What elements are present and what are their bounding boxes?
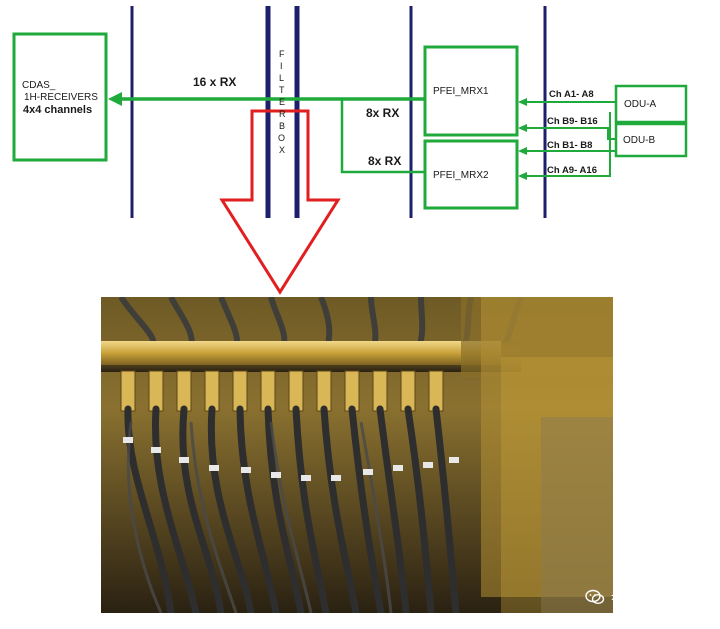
filterbox-letter: X <box>279 145 285 155</box>
filterbox-cable-photo-art <box>101 297 613 613</box>
ch-b1-b8-arrowhead <box>518 147 527 155</box>
pfei-mrx2-label: PFEI_MRX2 <box>433 170 489 181</box>
filterbox-label: F I L T E R B O X <box>278 49 286 155</box>
cdas-line1: CDAS_ <box>22 80 56 91</box>
rx16-label: 16 x RX <box>193 75 236 89</box>
filterbox-letter: L <box>279 73 284 83</box>
rx16-arrowhead <box>108 92 122 106</box>
filterbox-letter: T <box>279 85 285 95</box>
ch-b9-b16-label: Ch B9- B16 <box>547 116 598 127</box>
odu-b-box <box>614 122 688 158</box>
rx8-bottom-label: 8x RX <box>368 154 401 168</box>
filterbox-letter: O <box>278 133 285 143</box>
ch-a1-a8-label: Ch A1- A8 <box>549 89 594 100</box>
filterbox-zoom-arrow <box>219 109 341 295</box>
filterbox-letter: B <box>279 121 285 131</box>
ch-b9-b16-arrowhead <box>518 124 527 132</box>
watermark: 老王讲技术 <box>585 587 681 607</box>
filterbox-letter: F <box>279 49 285 59</box>
cdas-line3: 4x4 channels <box>23 104 92 116</box>
ch-b1-b8-label: Ch B1- B8 <box>547 140 592 151</box>
ch-b9-b16-line <box>525 127 616 140</box>
filterbox-cable-photo <box>101 297 613 613</box>
pfei-mrx2-box <box>423 139 519 210</box>
ch-a1-a8-arrowhead <box>518 98 527 106</box>
rx8-top-label: 8x RX <box>366 106 399 120</box>
ch-a9-a16-arrowhead <box>518 172 527 180</box>
pfei-mrx1-label: PFEI_MRX1 <box>433 86 489 97</box>
odu-b-label: ODU-B <box>623 135 656 146</box>
ch-a9-a16-line <box>525 112 611 177</box>
wechat-icon <box>585 589 605 605</box>
filterbox-letter: E <box>279 97 285 107</box>
odu-a-label: ODU-A <box>624 99 657 110</box>
filterbox-letter: R <box>279 109 286 119</box>
cdas-receiver-box <box>12 32 108 162</box>
rx8-bottom-signal-line <box>340 99 425 174</box>
cdas-line2: 1H-RECEIVERS <box>24 92 98 103</box>
watermark-text: 老王讲技术 <box>611 590 681 606</box>
odu-a-box <box>614 84 688 124</box>
ch-a9-a16-label: Ch A9- A16 <box>547 165 597 176</box>
pfei-mrx1-box <box>423 45 519 137</box>
filterbox-letter: I <box>280 61 283 71</box>
